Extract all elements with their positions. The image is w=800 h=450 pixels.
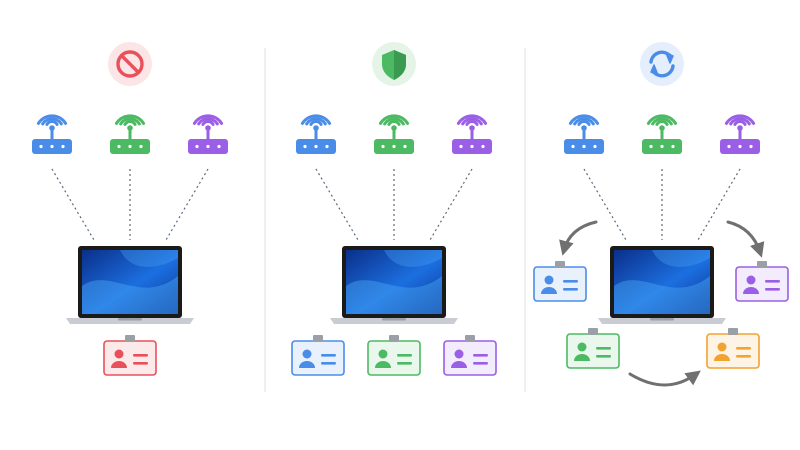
wifi-router-icon — [110, 114, 150, 154]
connection-line — [583, 168, 627, 241]
wifi-router-icon — [452, 114, 492, 154]
rotation-arrow — [726, 220, 765, 258]
id-badge-icon — [443, 335, 497, 376]
id-badge-icon — [566, 328, 620, 369]
id-badge-icon — [533, 261, 587, 302]
laptop-icon — [66, 246, 194, 324]
id-badge-icon — [103, 335, 157, 376]
connection-line — [315, 168, 359, 241]
laptop-icon — [330, 246, 458, 324]
wifi-router-icon — [296, 114, 336, 154]
wifi-router-icon — [720, 114, 760, 154]
connection-line — [429, 168, 473, 241]
shield-icon — [372, 42, 416, 86]
refresh-icon — [640, 42, 684, 86]
connection-line — [697, 168, 741, 241]
rotation-arrow — [628, 370, 701, 387]
id-badge-icon — [735, 261, 789, 302]
wifi-router-icon — [188, 114, 228, 154]
no-entry-icon — [108, 42, 152, 86]
id-badge-icon — [291, 335, 345, 376]
wifi-router-icon — [32, 114, 72, 154]
connection-line — [165, 168, 209, 241]
connection-line — [51, 168, 95, 241]
id-badge-icon — [367, 335, 421, 376]
rotation-arrow — [559, 220, 598, 256]
id-badge-icon — [706, 328, 760, 369]
wifi-router-icon — [642, 114, 682, 154]
wifi-router-icon — [374, 114, 414, 154]
laptop-icon — [598, 246, 726, 324]
wifi-router-icon — [564, 114, 604, 154]
